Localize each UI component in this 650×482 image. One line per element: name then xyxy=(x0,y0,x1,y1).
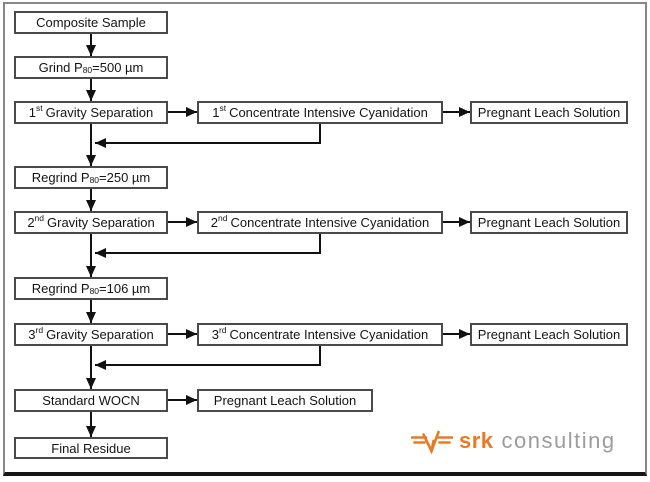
node-label: =106 µm xyxy=(99,281,151,296)
subscript-80: 80 xyxy=(82,65,93,76)
node-label: Regrind P xyxy=(31,170,90,185)
consulting-logo-text: consulting xyxy=(501,428,616,453)
ordinal-suffix: nd xyxy=(218,213,228,224)
node-label: 3 xyxy=(28,327,36,342)
srk-logo: srk consulting xyxy=(411,426,616,456)
node-label: Pregnant Leach Solution xyxy=(477,215,621,230)
node-label: Pregnant Leach Solution xyxy=(213,393,357,408)
node-pregnant-leach-solution-1: Pregnant Leach Solution xyxy=(470,101,628,124)
ordinal-suffix: st xyxy=(35,103,43,114)
subscript-80: 80 xyxy=(89,286,100,297)
ordinal-suffix: nd xyxy=(34,213,45,224)
node-label: Concentrate Intensive Cyanidation xyxy=(230,215,430,230)
node-label: 1 xyxy=(28,105,36,120)
node-label: =500 µm xyxy=(92,60,144,75)
node-pregnant-leach-solution-4: Pregnant Leach Solution xyxy=(197,389,373,412)
node-label: Grind P xyxy=(38,60,83,75)
node-label: Pregnant Leach Solution xyxy=(477,327,621,342)
node-label: 3 xyxy=(211,327,219,342)
subscript-80: 80 xyxy=(89,175,100,186)
node-composite-sample: Composite Sample xyxy=(14,11,168,34)
node-label: 2 xyxy=(210,215,219,230)
node-label: Concentrate Intensive Cyanidation xyxy=(229,105,428,120)
node-label: Composite Sample xyxy=(36,15,146,30)
node-label: Pregnant Leach Solution xyxy=(477,105,621,120)
srk-bird-icon xyxy=(411,430,453,454)
node-label: =250 µm xyxy=(99,170,151,185)
node-label: Final Residue xyxy=(51,440,131,456)
srk-logo-text: srk xyxy=(459,428,494,453)
node-label: Gravity Separation xyxy=(45,105,154,120)
node-label: Concentrate Intensive Cyanidation xyxy=(229,327,429,342)
node-label: Gravity Separation xyxy=(46,327,154,342)
node-label: Standard WOCN xyxy=(42,393,140,408)
node-label: 2 xyxy=(27,215,35,230)
node-final-residue: Final Residue xyxy=(14,437,168,459)
ordinal-suffix: rd xyxy=(35,325,44,336)
node-pregnant-leach-solution-2: Pregnant Leach Solution xyxy=(470,211,628,234)
node-label: Gravity Separation xyxy=(47,215,155,230)
ordinal-suffix: st xyxy=(219,103,227,114)
node-pregnant-leach-solution-3: Pregnant Leach Solution xyxy=(470,323,628,346)
node-standard-wocn: Standard WOCN xyxy=(14,389,168,412)
node-label: 1 xyxy=(212,105,220,120)
ordinal-suffix: rd xyxy=(218,325,227,336)
node-label: Regrind P xyxy=(31,281,90,296)
